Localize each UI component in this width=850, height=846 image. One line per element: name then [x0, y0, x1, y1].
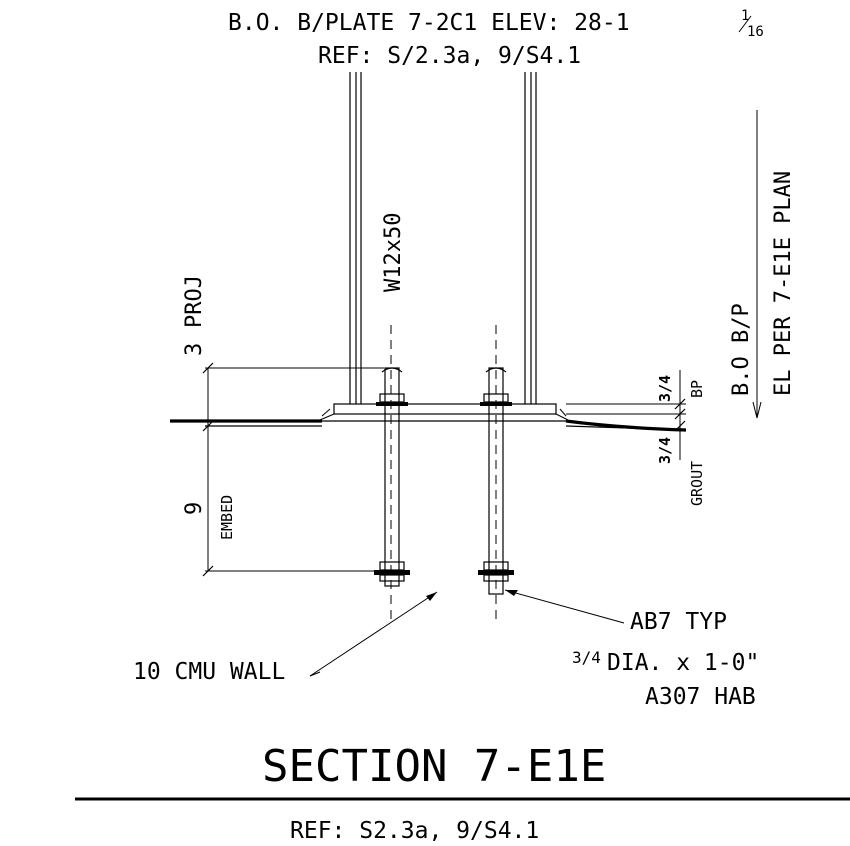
anchor-bolt-left: [374, 325, 410, 620]
section-title: SECTION 7-E1E: [262, 741, 606, 792]
anchor-note-dia-fraction: 3/4: [572, 648, 601, 667]
column-size-label: W12x50: [381, 213, 406, 292]
wall-note-leader: [309, 591, 438, 677]
wall-note: 10 CMU WALL: [133, 659, 285, 685]
footer-reference: REF: S2.3a, 9/S4.1: [290, 818, 539, 844]
header-fraction-bar: [738, 15, 752, 33]
column-left-flange: [349, 72, 362, 404]
embed-dimension-value: 9: [182, 502, 207, 515]
elevation-note-line-2: EL PER 7-E1E PLAN: [771, 171, 796, 396]
anchor-note-line-3: A307 HAB: [645, 684, 756, 710]
bp-dimension-value: 3/4: [656, 375, 674, 402]
proj-dimension-label: PROJ: [182, 275, 207, 328]
base-plate: [319, 403, 569, 421]
embed-dimension-label: EMBED: [218, 495, 236, 540]
header-fraction-denominator: 16: [747, 24, 764, 40]
dimension-lines-left: [202, 362, 384, 577]
elevation-note-line-1: B.O B/P: [729, 303, 754, 396]
anchor-bolt-right: [478, 325, 514, 620]
header-line-1: B.O. B/PLATE 7-2C1 ELEV: 28-1: [228, 10, 630, 36]
anchor-note-leader: [504, 589, 625, 624]
elevation-arrow: [752, 110, 762, 419]
column-right-flange: [524, 72, 537, 404]
grade-line: [170, 419, 687, 432]
anchor-note-line-1: AB7 TYP: [630, 609, 727, 635]
grout-dimension-value: 3/4: [656, 437, 674, 464]
dimension-lines-right: [566, 370, 686, 460]
header-line-2: REF: S/2.3a, 9/S4.1: [318, 43, 581, 69]
bp-dimension-label: BP: [688, 380, 706, 398]
grout-dimension-label: GROUT: [688, 461, 706, 506]
header-fraction-numerator: 1: [741, 8, 749, 24]
proj-dimension-value: 3: [182, 343, 207, 356]
anchor-note-line-2: DIA. x 1-0": [607, 650, 759, 676]
